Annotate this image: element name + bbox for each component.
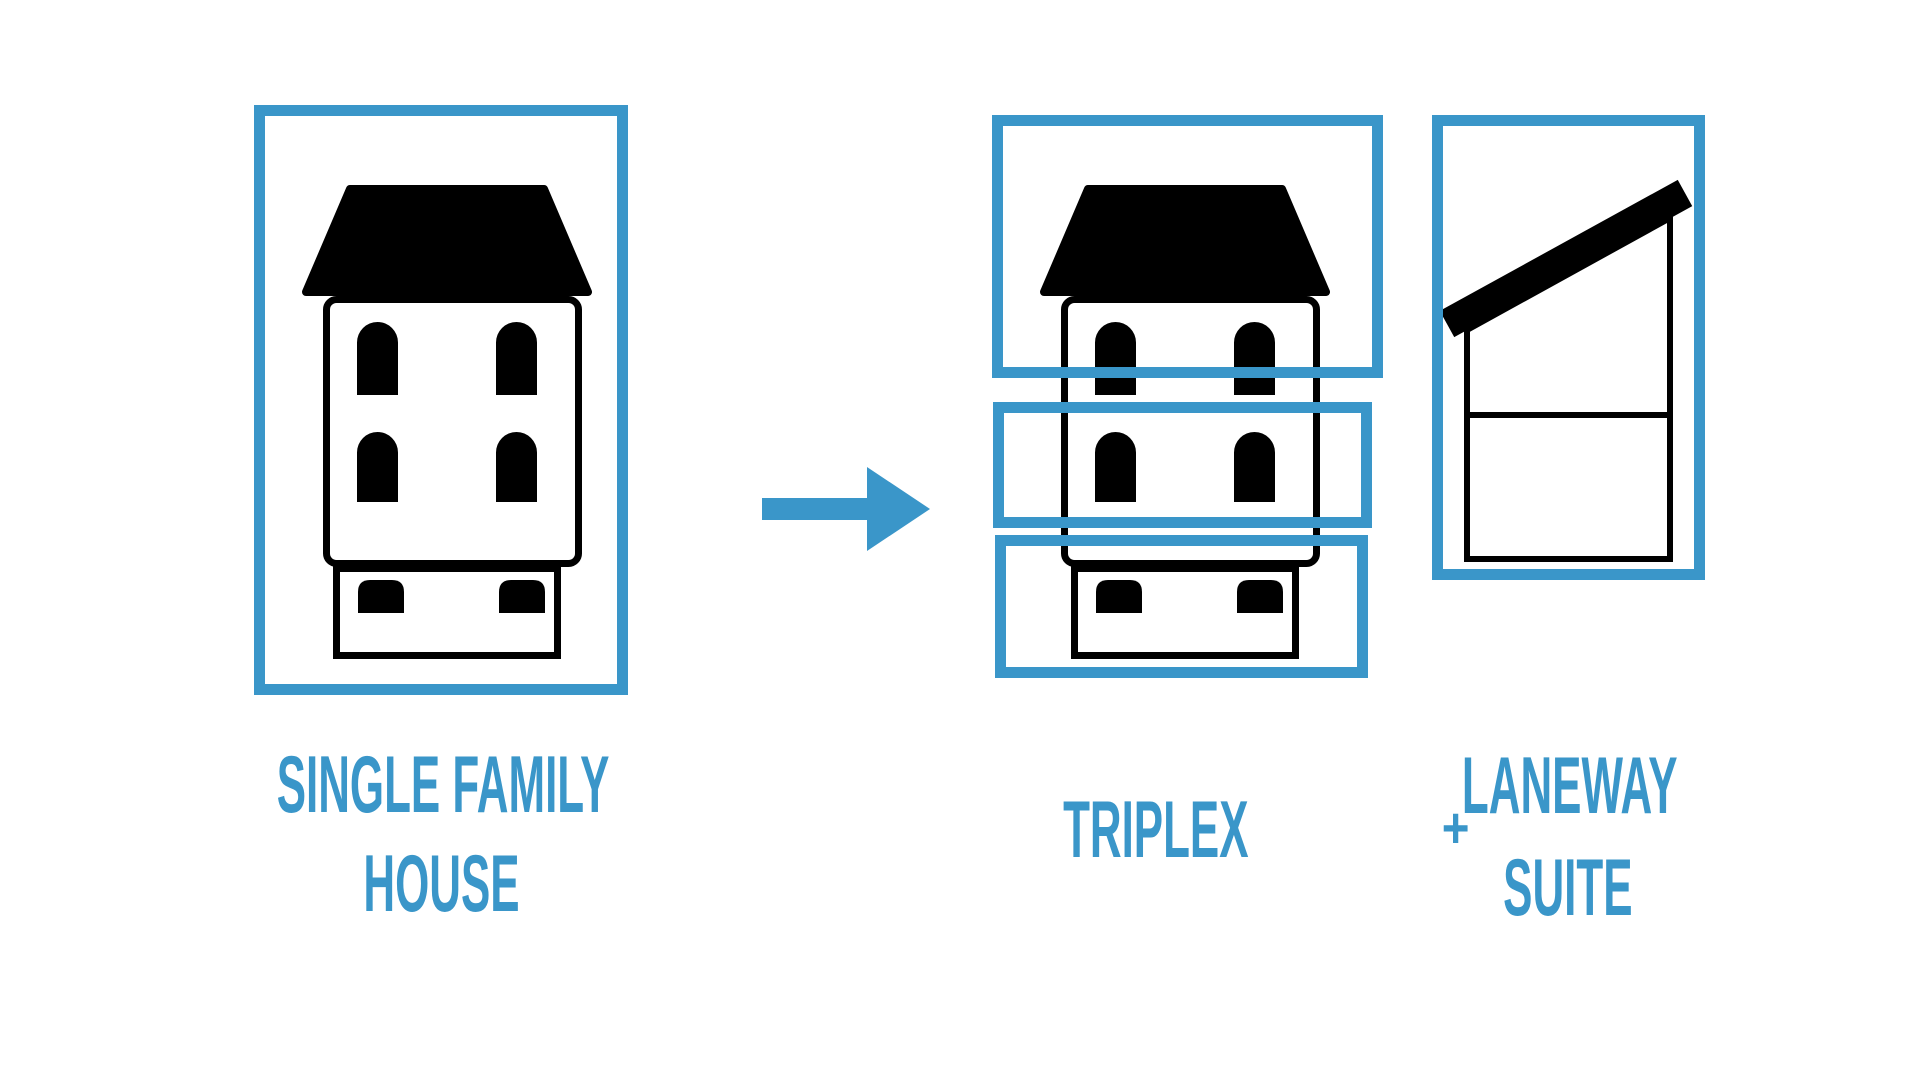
- single-family-label-text1: SINGLE FAMILY: [276, 738, 610, 829]
- right-arrow-icon: [762, 467, 930, 551]
- triplex-unit-frame-middle: [993, 402, 1372, 528]
- laneway-label-text1: LANEWAY: [1462, 739, 1678, 830]
- single-family-label-line2: HOUSE: [241, 837, 641, 928]
- plus-sign-text: +: [1442, 795, 1470, 861]
- single-family-label-line1: SINGLE FAMILY: [243, 738, 643, 829]
- laneway-label-line2: SUITE: [1368, 841, 1768, 932]
- triplex-label: TRIPLEX: [956, 783, 1356, 874]
- triplex-unit-frame-bottom: [995, 535, 1368, 678]
- triplex-unit-frame-top: [992, 115, 1383, 378]
- laneway-slanted-roof: [1439, 179, 1693, 338]
- single-family-label-text2: HOUSE: [362, 837, 520, 928]
- single-family-frame: [254, 105, 628, 695]
- laneway-label-line1: LANEWAY: [1370, 739, 1770, 830]
- triplex-label-text: TRIPLEX: [1063, 783, 1249, 874]
- laneway-frame: [1432, 115, 1705, 580]
- laneway-label-text2: SUITE: [1503, 841, 1633, 932]
- plus-sign: +: [1256, 788, 1656, 868]
- laneway-structure-icon: [1439, 179, 1693, 562]
